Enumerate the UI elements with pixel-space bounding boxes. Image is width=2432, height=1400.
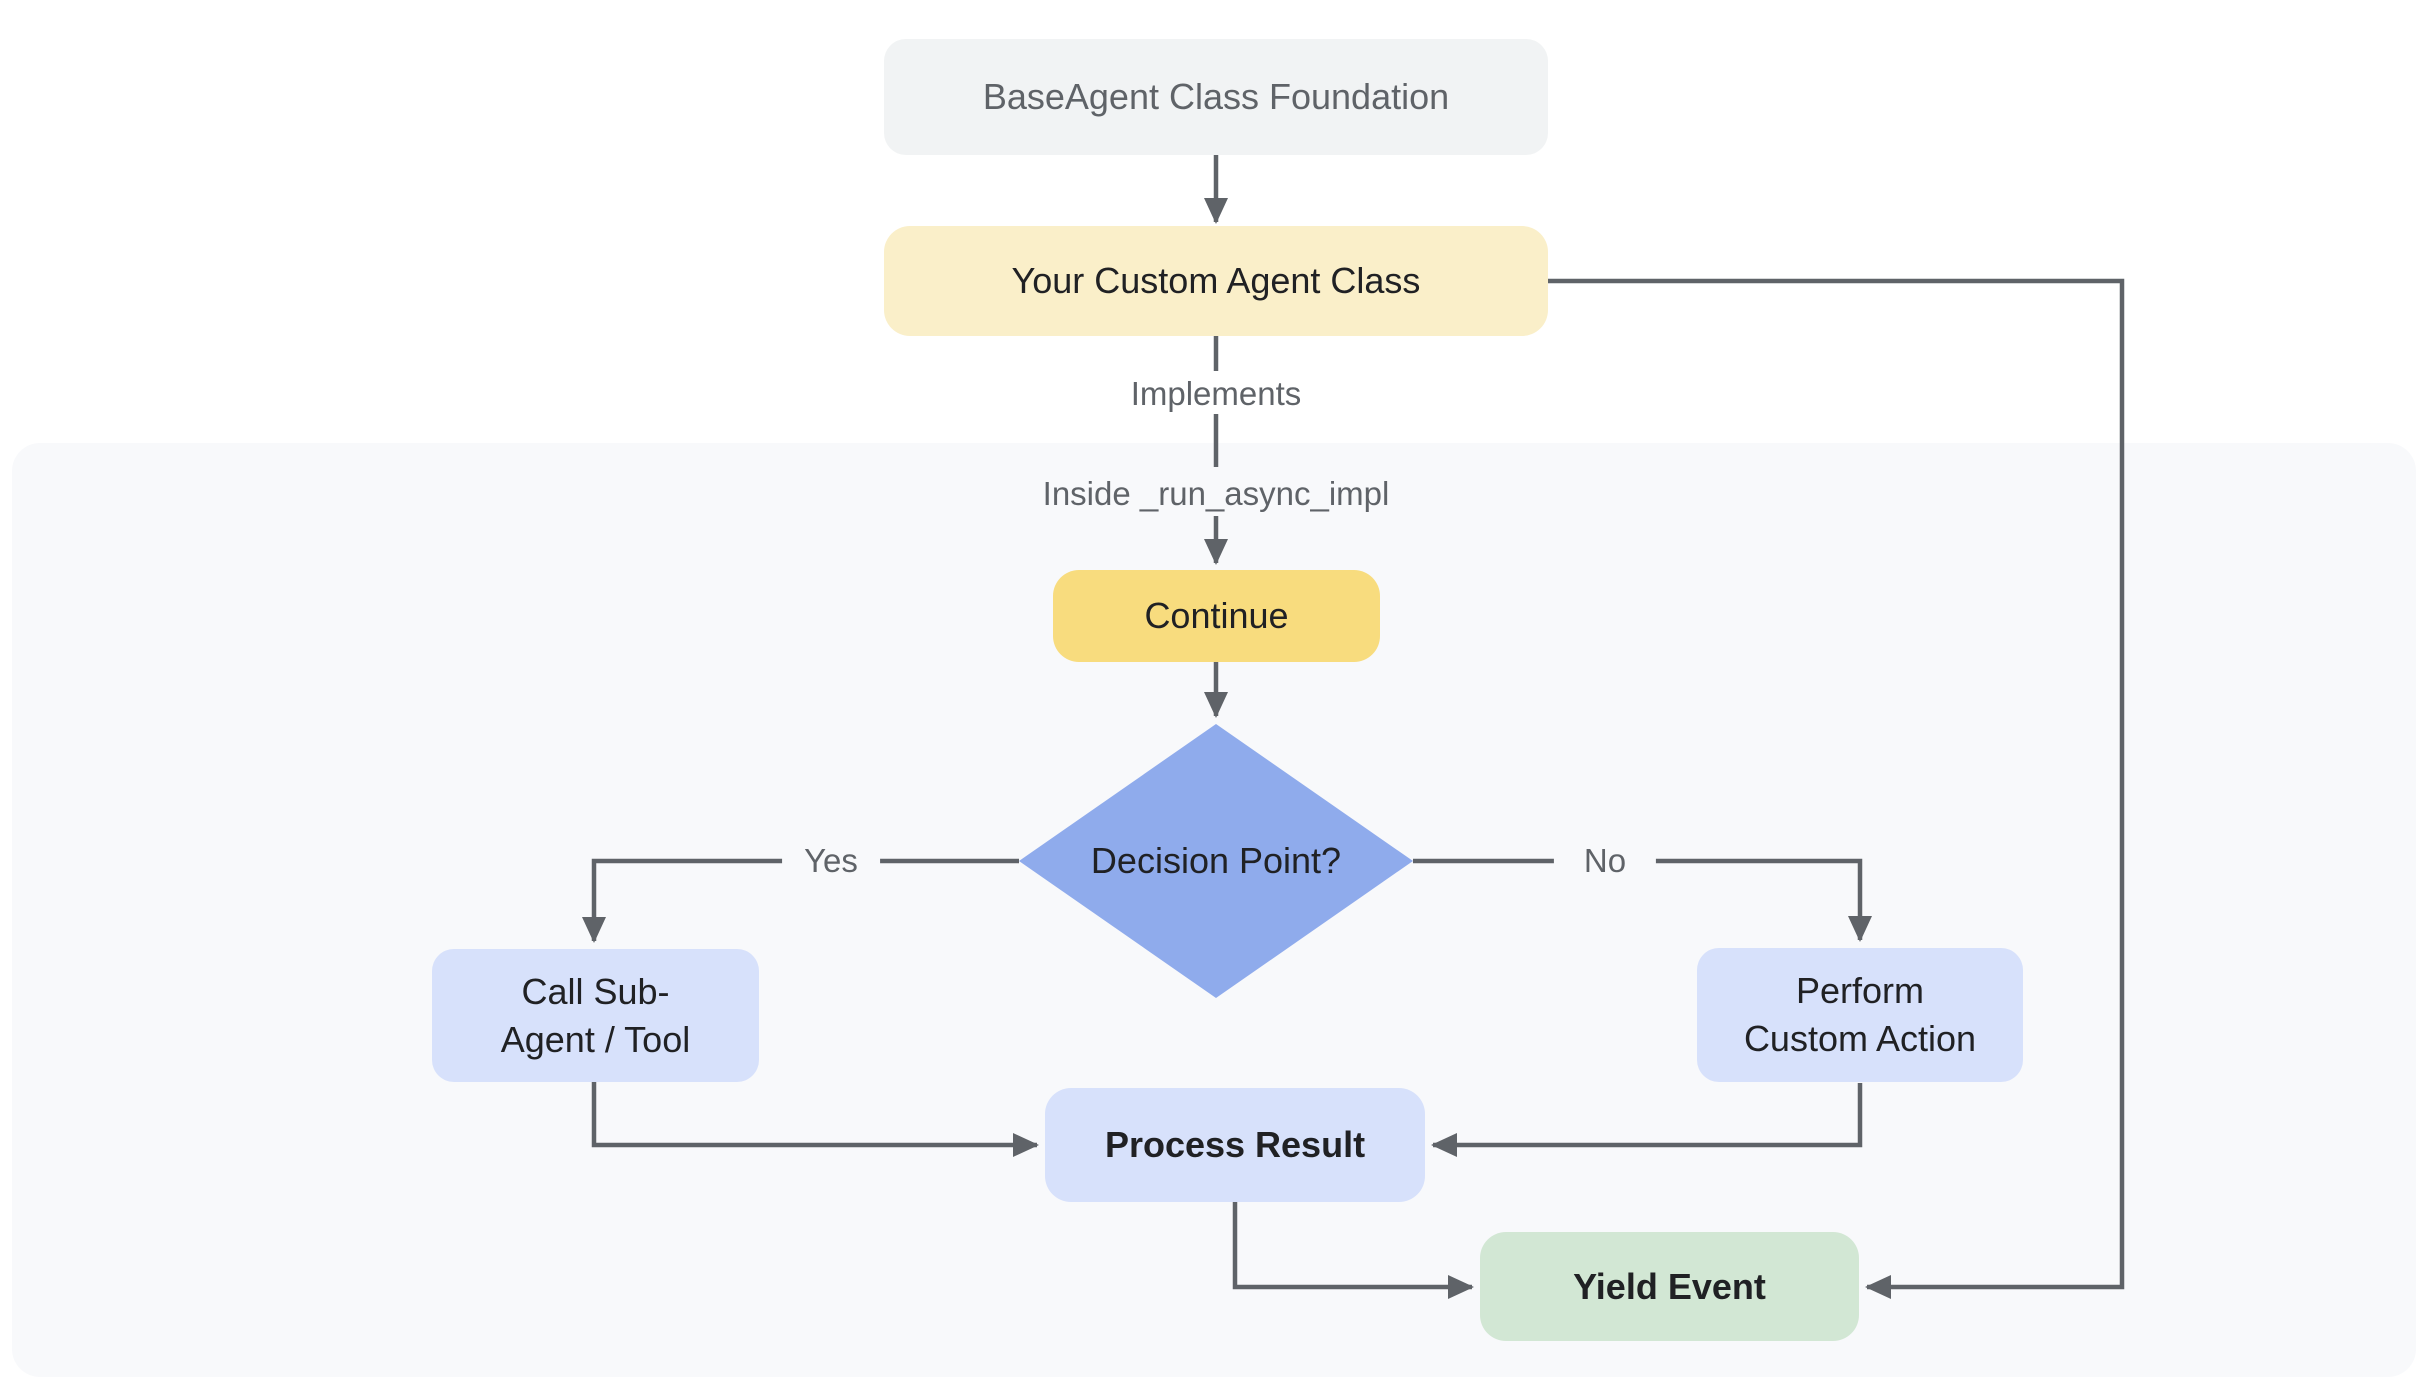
decision-label-line2: Point? xyxy=(1239,840,1342,881)
node-custom-agent-label: Your Custom Agent Class xyxy=(1011,260,1421,301)
process-result-label: Process Result xyxy=(1104,1124,1366,1165)
edge-label-no: No xyxy=(1553,842,1657,880)
node-custom-agent-class: Your Custom Agent Class xyxy=(884,226,1548,336)
node-base-agent-foundation: BaseAgent Class Foundation xyxy=(884,39,1548,155)
call-sub-agent-line2: Agent / Tool xyxy=(500,1018,691,1060)
node-base-agent-label: BaseAgent Class Foundation xyxy=(982,76,1450,117)
yield-event-label: Yield Event xyxy=(1573,1265,1766,1307)
node-process-result: Process Result xyxy=(1045,1088,1425,1202)
node-call-sub-agent-tool: Call Sub- Agent / Tool xyxy=(432,949,759,1082)
decision-label-line1: Decision xyxy=(1090,840,1229,881)
node-continue-label: Continue xyxy=(1144,595,1289,636)
edge-label-inside-run-async-impl: Inside _run_async_impl xyxy=(1042,475,1390,512)
perform-custom-line1: Perform xyxy=(1795,970,1925,1011)
edge-process-to-yield xyxy=(1232,1202,1474,1299)
node-decision-point-label: Decision Point? xyxy=(1056,838,1376,884)
edge-label-yes: Yes xyxy=(782,842,880,880)
edge-label-implements: Implements xyxy=(1130,375,1302,412)
call-sub-agent-line1: Call Sub- xyxy=(521,970,670,1012)
edge-perform-to-process xyxy=(1431,1083,1863,1157)
decision-diamond-shape xyxy=(1019,724,1413,998)
edge-call-to-process xyxy=(591,1082,1039,1157)
edge-custom-to-yield-feedback xyxy=(1548,278,2125,1299)
node-perform-custom-action: Perform Custom Action xyxy=(1697,948,2023,1082)
perform-custom-line2: Custom Action xyxy=(1743,1018,1977,1059)
node-yield-event: Yield Event xyxy=(1480,1232,1859,1341)
node-continue: Continue xyxy=(1053,570,1380,662)
